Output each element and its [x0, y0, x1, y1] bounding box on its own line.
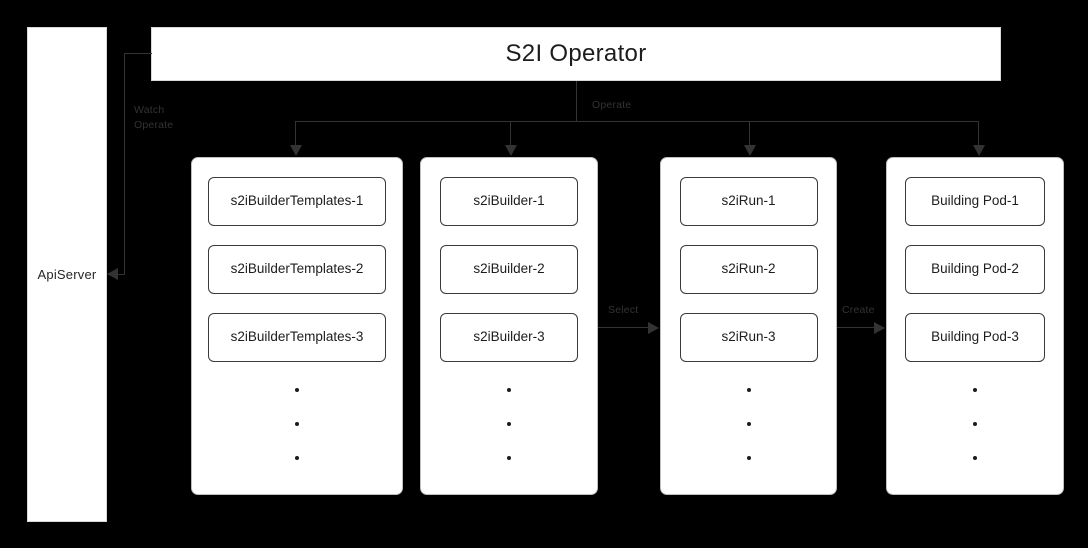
list-item[interactable]: Building Pod-3	[905, 313, 1045, 362]
connector-operate-drop-4	[978, 121, 980, 145]
ellipsis-dot	[507, 388, 511, 392]
column-s2ibuilder[interactable]: s2iBuilder-1 s2iBuilder-2 s2iBuilder-3	[420, 157, 598, 495]
list-item[interactable]: s2iBuilder-3	[440, 313, 578, 362]
edge-label-watch-operate: Watch Operate	[134, 104, 174, 131]
ellipsis-dot	[746, 422, 751, 426]
ellipsis-dot	[973, 388, 977, 392]
connector-watch-operate-vertical	[124, 53, 126, 274]
ellipsis-dot	[295, 422, 299, 426]
column-building-pod[interactable]: Building Pod-1 Building Pod-2 Building P…	[886, 157, 1064, 495]
ellipsis-dot	[507, 422, 511, 426]
list-item[interactable]: s2iBuilderTemplates-3	[208, 313, 386, 362]
ellipsis-dots	[295, 388, 299, 490]
connector-operate-drop-3	[749, 121, 751, 145]
edge-label-operate: Operate	[592, 99, 632, 111]
list-item[interactable]: s2iBuilder-1	[440, 177, 578, 226]
ellipsis-dot	[746, 388, 751, 392]
connector-operate-arrow-3	[744, 145, 756, 156]
node-s2i-operator[interactable]: S2I Operator	[151, 27, 1001, 81]
edge-label-select: Select	[608, 304, 639, 316]
s2i-operator-label: S2I Operator	[505, 40, 647, 67]
connector-operate-arrow-4	[973, 145, 985, 156]
connector-operate-stem	[576, 81, 578, 122]
edge-label-create: Create	[842, 304, 875, 316]
api-server-label: ApiServer	[37, 267, 97, 282]
connector-select-arrowhead	[648, 322, 659, 334]
ellipsis-dots	[507, 388, 511, 490]
list-item[interactable]: s2iRun-1	[679, 177, 818, 226]
list-item[interactable]: s2iRun-3	[679, 313, 818, 362]
connector-operate-drop-1	[295, 121, 297, 145]
list-item[interactable]: s2iRun-2	[679, 245, 818, 294]
list-item[interactable]: s2iBuilderTemplates-2	[208, 245, 386, 294]
connector-operate-bus	[295, 121, 979, 123]
ellipsis-dot	[295, 388, 299, 392]
list-item[interactable]: Building Pod-2	[905, 245, 1045, 294]
list-item[interactable]: Building Pod-1	[905, 177, 1045, 226]
column-s2ibuildertemplates[interactable]: s2iBuilderTemplates-1 s2iBuilderTemplate…	[191, 157, 403, 495]
connector-operate-drop-2	[510, 121, 512, 145]
list-item[interactable]: s2iBuilderTemplates-1	[208, 177, 386, 226]
node-api-server[interactable]: ApiServer	[27, 27, 107, 522]
connector-watch-operate-top	[124, 53, 152, 55]
ellipsis-dots	[973, 388, 977, 490]
ellipsis-dot	[973, 456, 977, 460]
connector-watch-operate-bottom	[118, 274, 125, 276]
list-item[interactable]: s2iBuilder-2	[440, 245, 578, 294]
connector-create-arrowhead	[874, 322, 885, 334]
column-s2irun[interactable]: s2iRun-1 s2iRun-2 s2iRun-3	[660, 157, 837, 495]
connector-watch-operate-arrowhead	[107, 268, 118, 280]
connector-select-line	[598, 327, 648, 329]
ellipsis-dot	[295, 456, 299, 460]
ellipsis-dot	[746, 456, 751, 460]
ellipsis-dots	[746, 388, 751, 490]
connector-create-line	[837, 327, 874, 329]
ellipsis-dot	[973, 422, 977, 426]
connector-operate-arrow-2	[505, 145, 517, 156]
connector-operate-arrow-1	[290, 145, 302, 156]
ellipsis-dot	[507, 456, 511, 460]
